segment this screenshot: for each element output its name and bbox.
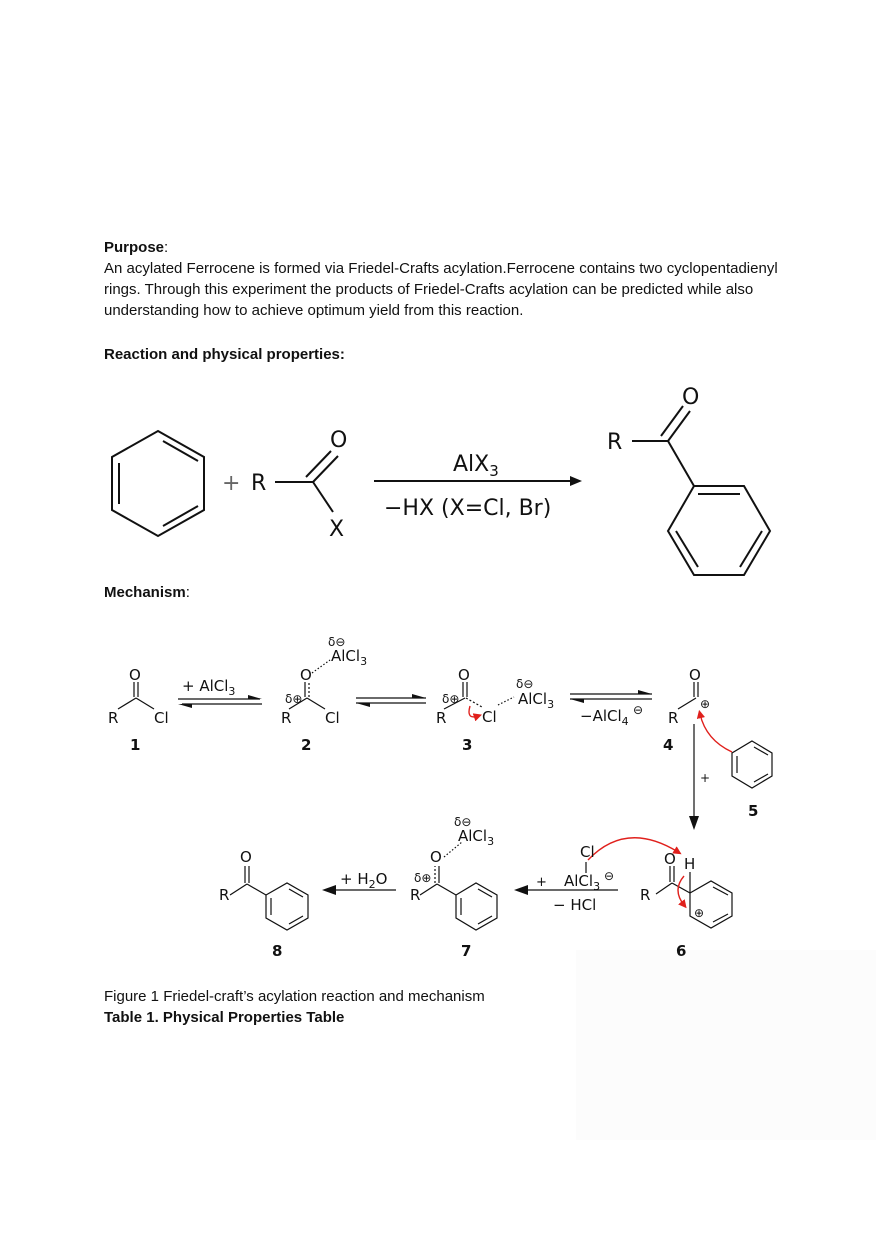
reagent-r: R	[251, 471, 266, 496]
svg-text:δ⊕: δ⊕	[414, 871, 431, 885]
purpose-paragraph: An acylated Ferrocene is formed via Frie…	[104, 260, 778, 319]
reagent-x: X	[329, 517, 344, 542]
svg-text:O: O	[430, 848, 442, 866]
svg-text:R: R	[219, 886, 229, 904]
svg-text:δ⊖: δ⊖	[454, 815, 471, 829]
svg-text:O: O	[458, 666, 470, 684]
svg-text:⊖: ⊖	[604, 869, 614, 883]
svg-text:δ⊕: δ⊕	[285, 692, 302, 706]
svg-text:− HCl: − HCl	[553, 896, 596, 914]
reagent-o: O	[330, 428, 347, 453]
reaction-heading: Reaction and physical properties:	[104, 346, 345, 363]
svg-text:R: R	[668, 709, 678, 727]
svg-text:O: O	[689, 666, 701, 684]
purpose-heading: Purpose	[104, 239, 165, 256]
product-o: O	[682, 385, 699, 410]
compound-label-7: 7	[461, 942, 471, 960]
table-caption: Table 1. Physical Properties Table	[104, 1009, 345, 1026]
svg-text:δ⊖: δ⊖	[516, 677, 533, 691]
svg-text:Cl: Cl	[325, 709, 340, 727]
purpose-heading-line: Purpose:	[104, 239, 169, 256]
mechanism-heading-line: Mechanism:	[104, 584, 190, 601]
svg-text:O: O	[300, 666, 312, 684]
svg-text:δ⊖: δ⊖	[328, 635, 345, 649]
plus-sign: +	[222, 471, 240, 496]
svg-text:AlCl3: AlCl3	[564, 872, 600, 893]
mechanism-heading: Mechanism	[104, 584, 186, 601]
product-r: R	[607, 430, 622, 455]
svg-text:+ AlCl3: + AlCl3	[182, 677, 235, 698]
svg-text:Cl: Cl	[580, 843, 595, 861]
svg-text:+: +	[700, 771, 710, 785]
svg-text:⊕: ⊕	[694, 906, 704, 920]
svg-text:⊖: ⊖	[633, 703, 643, 717]
compound-label-6: 6	[676, 942, 686, 960]
byproduct-label: −HX (X=Cl, Br)	[384, 496, 551, 521]
reaction-scheme-diagram: + R O X AlX3 −HX (X=Cl, Br) R O	[111, 385, 772, 576]
compound-label-3: 3	[462, 736, 472, 754]
compound-label-8: 8	[272, 942, 282, 960]
svg-text:−AlCl4: −AlCl4	[580, 707, 629, 728]
catalyst-label: AlX3	[453, 452, 499, 480]
svg-text:R: R	[410, 886, 420, 904]
svg-text:AlCl3: AlCl3	[458, 827, 494, 848]
compound-label-5: 5	[748, 802, 758, 820]
svg-text:+: +	[536, 875, 547, 890]
svg-text:O: O	[129, 666, 141, 684]
svg-text:Cl: Cl	[154, 709, 169, 727]
svg-text:AlCl3: AlCl3	[331, 647, 367, 668]
svg-text:AlCl3: AlCl3	[518, 690, 554, 711]
figure-caption: Figure 1 Friedel-craft’s acylation react…	[104, 988, 485, 1005]
background-shade	[576, 950, 876, 1140]
svg-text:R: R	[640, 886, 650, 904]
compound-label-1: 1	[130, 736, 140, 754]
svg-text:O: O	[664, 850, 676, 868]
svg-text:H: H	[684, 855, 695, 873]
svg-text:R: R	[436, 709, 446, 727]
svg-text:+ H2O: + H2O	[340, 870, 387, 891]
svg-text:⊕: ⊕	[700, 697, 710, 711]
svg-text:R: R	[281, 709, 291, 727]
compound-label-4: 4	[663, 736, 673, 754]
svg-text:R: R	[108, 709, 118, 727]
svg-text:Cl: Cl	[482, 708, 497, 726]
compound-label-2: 2	[301, 736, 311, 754]
svg-text:O: O	[240, 848, 252, 866]
mechanism-diagram: R O Cl 1 + AlCl3 R δ⊕ O Cl δ⊖ AlCl3 2 R …	[108, 635, 773, 960]
svg-text:δ⊕: δ⊕	[442, 692, 459, 706]
